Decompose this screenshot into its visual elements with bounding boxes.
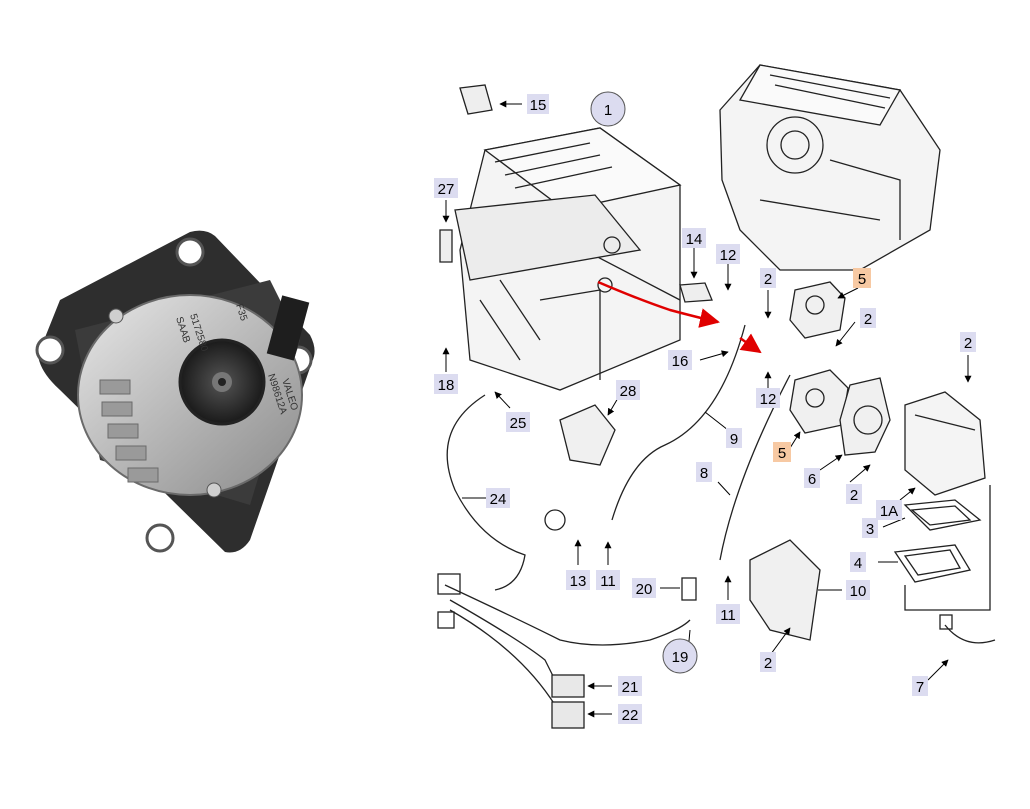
label-6: 6 — [808, 471, 816, 488]
label-11-a: 11 — [600, 573, 616, 590]
label-5-b: 5 — [778, 445, 786, 462]
red-arrow-2 — [739, 333, 762, 354]
label-4: 4 — [854, 555, 862, 572]
label-7: 7 — [916, 679, 924, 696]
label-12-b: 12 — [760, 391, 777, 408]
leader-lines — [442, 100, 972, 718]
label-28: 28 — [620, 383, 637, 400]
callout-19: 19 — [662, 638, 698, 674]
line-art — [437, 64, 996, 729]
label-2-a: 2 — [764, 271, 772, 288]
label-16: 16 — [672, 353, 689, 370]
main-callout: 1 — [590, 91, 626, 127]
label-5-a: 5 — [858, 271, 866, 288]
label-12-a: 12 — [720, 247, 737, 264]
label-9: 9 — [730, 431, 738, 448]
label-20: 20 — [636, 581, 653, 598]
label-22: 22 — [622, 707, 639, 724]
red-arrows — [597, 280, 762, 354]
label-24: 24 — [490, 491, 507, 508]
label-11-b: 11 — [720, 607, 736, 624]
sticker-text-3: F35 — [233, 303, 249, 323]
label-1A: 1A — [880, 503, 898, 520]
main-callout-number: 1 — [604, 102, 612, 119]
part-labels: 15 27 14 12 2 5 2 16 12 2 18 25 28 9 5 6… — [434, 94, 976, 724]
label-2-b: 2 — [864, 311, 872, 328]
label-8: 8 — [700, 465, 708, 482]
label-21: 21 — [622, 679, 639, 696]
label-2-d: 2 — [850, 487, 858, 504]
label-3: 3 — [866, 521, 874, 538]
label-18: 18 — [438, 377, 455, 394]
label-27: 27 — [438, 181, 455, 198]
label-13: 13 — [570, 573, 587, 590]
label-2-c: 2 — [964, 335, 972, 352]
label-14: 14 — [686, 231, 703, 248]
label-2-e: 2 — [764, 655, 772, 672]
red-arrow-1 — [597, 280, 720, 328]
actuator-photo: VALEO N98612A F35 5172580 SAAB — [35, 230, 315, 553]
callout-19-number: 19 — [672, 649, 689, 666]
label-25: 25 — [510, 415, 527, 432]
label-10: 10 — [850, 583, 867, 600]
label-15: 15 — [530, 97, 547, 114]
